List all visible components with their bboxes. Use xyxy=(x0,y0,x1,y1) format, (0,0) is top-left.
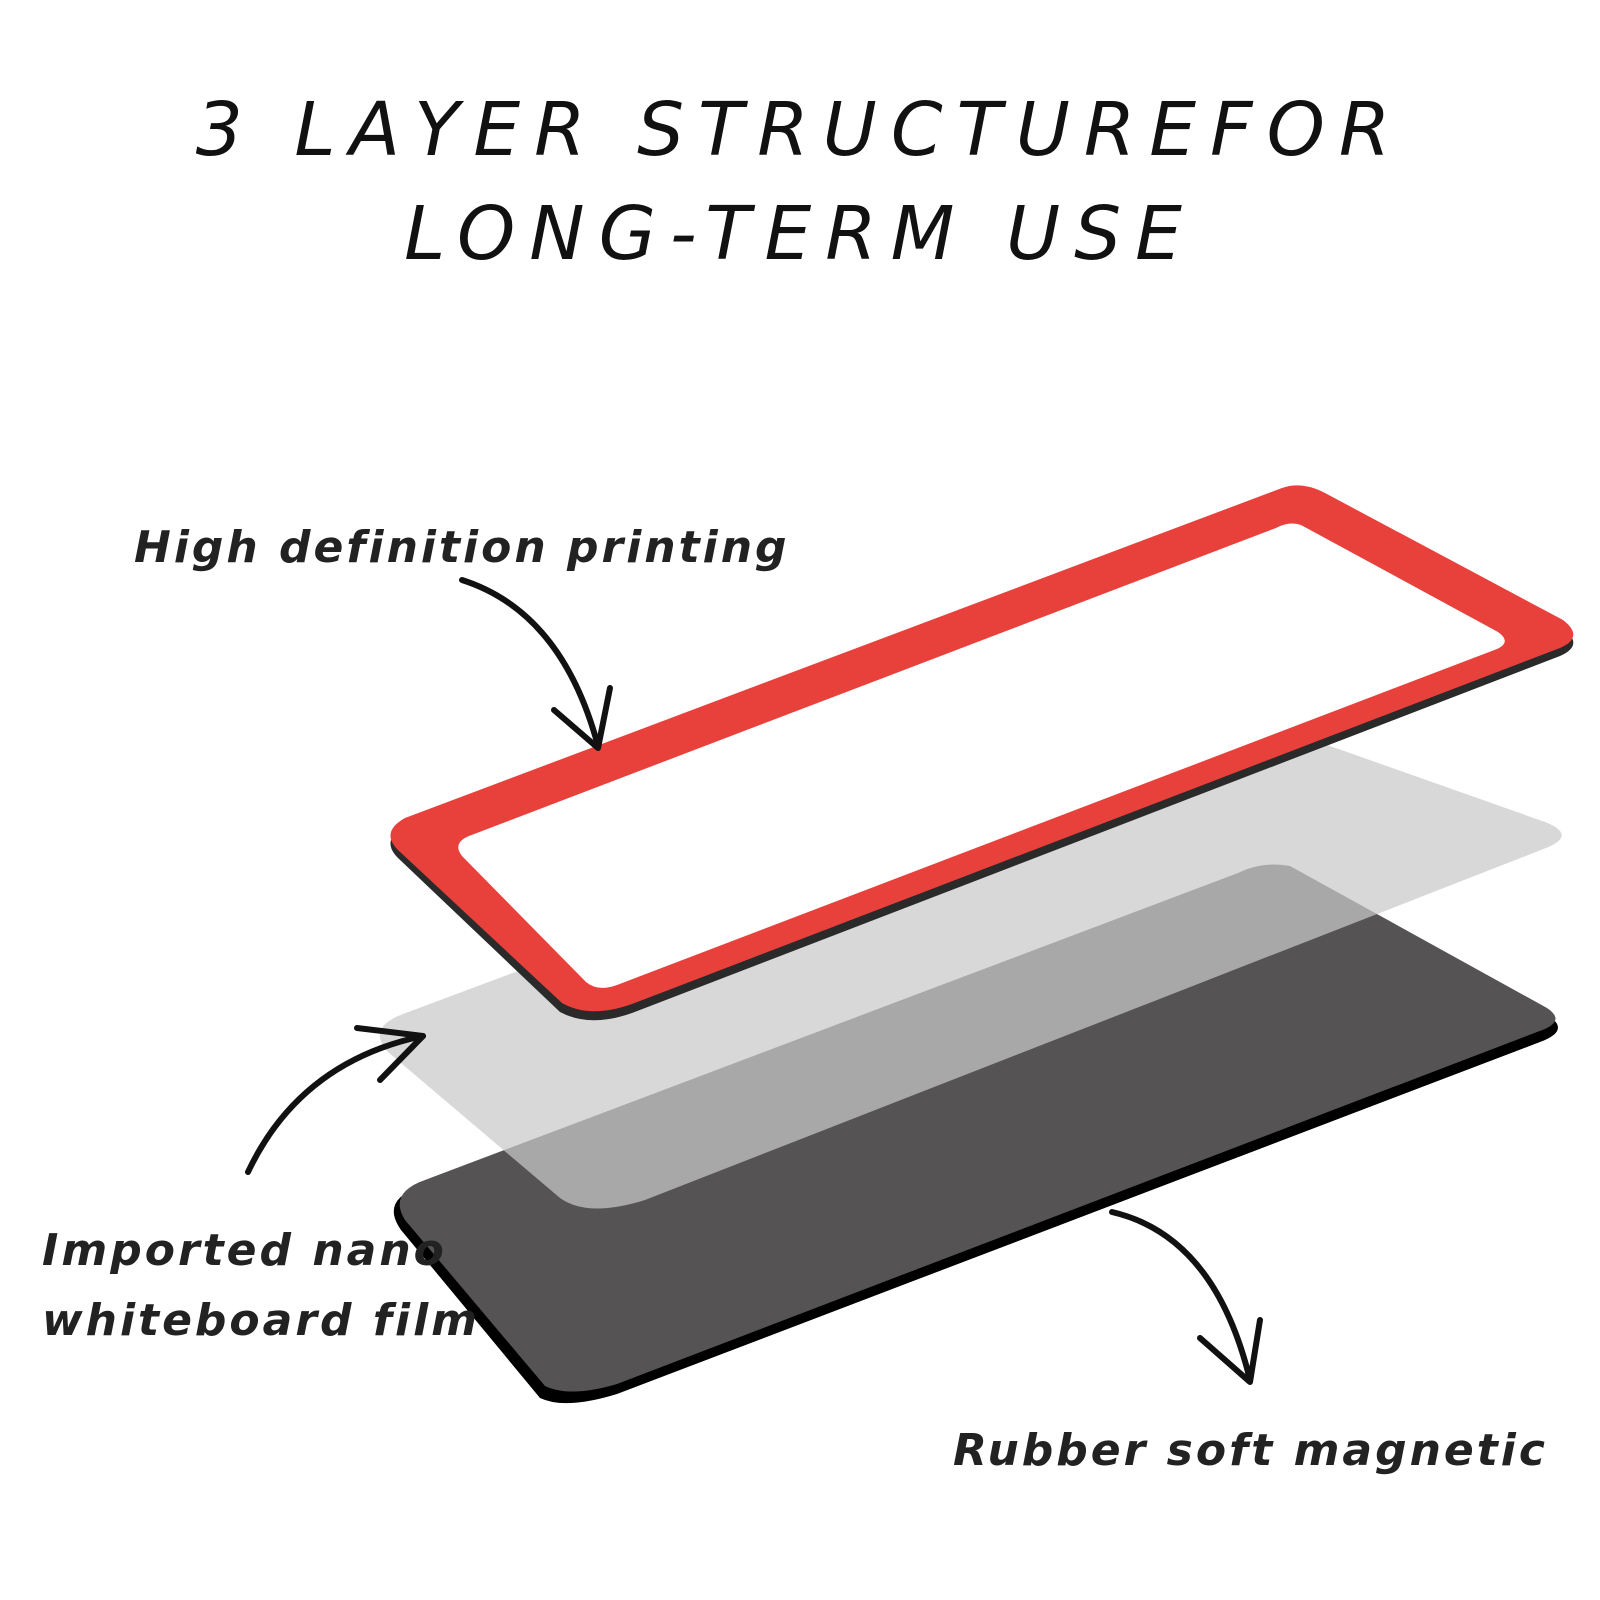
label-whiteboard-film-line-1: Imported nano xyxy=(42,1225,447,1276)
arrow-to-top-layer xyxy=(459,577,613,751)
title-line-1: 3 LAYER STRUCTUREFOR xyxy=(195,87,1405,173)
label-whiteboard-film-line-2: whiteboard film xyxy=(42,1295,481,1346)
page-title: 3 LAYER STRUCTUREFOR LONG-TERM USE xyxy=(0,78,1600,286)
title-line-2: LONG-TERM USE xyxy=(404,191,1196,277)
whiteboard-film-layer xyxy=(379,713,1562,1209)
arrow-to-bottom-layer xyxy=(1109,1209,1263,1385)
label-rubber-soft-magnetic: Rubber soft magnetic xyxy=(953,1425,1548,1476)
label-whiteboard-film: Imported nano whiteboard film xyxy=(42,1216,480,1356)
rubber-magnetic-layer xyxy=(393,864,1558,1404)
label-high-definition-printing: High definition printing xyxy=(134,522,790,573)
printed-layer xyxy=(390,485,1574,1021)
arrow-to-middle-layer xyxy=(245,1025,426,1175)
